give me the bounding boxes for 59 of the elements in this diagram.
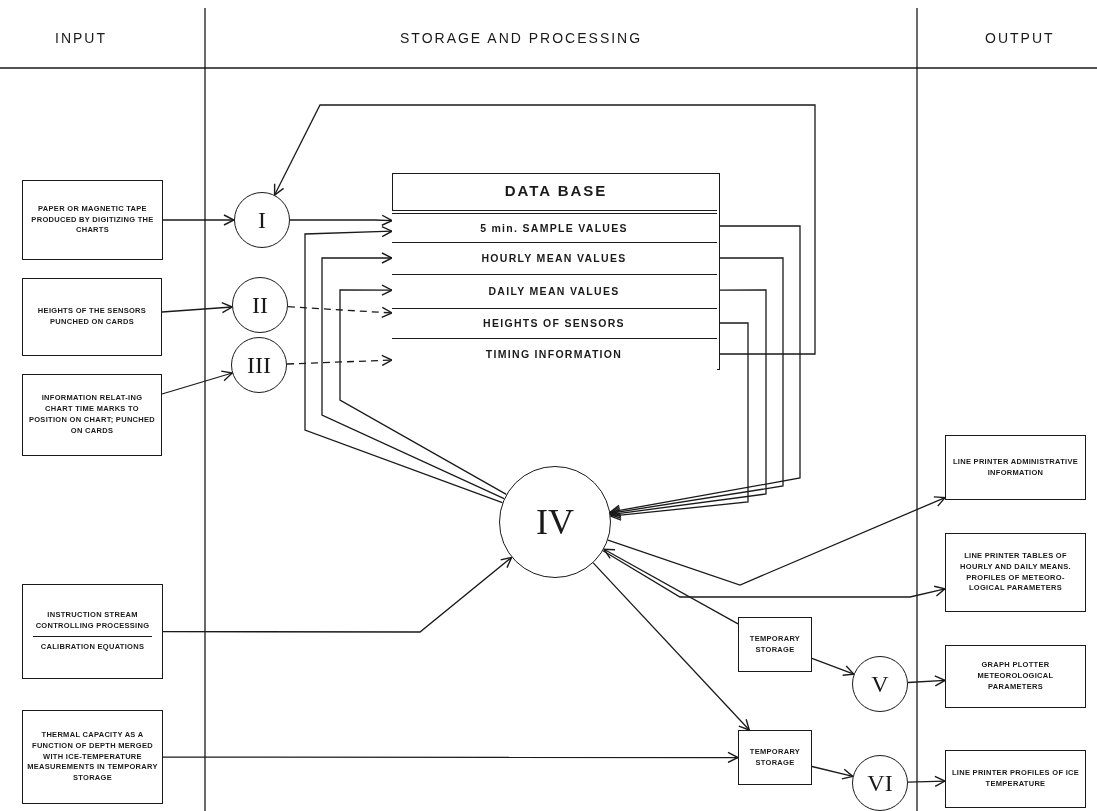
process-box [738,730,812,785]
roman-numeral: I [258,206,266,234]
arrow [603,548,739,625]
column-heading: OUTPUT [985,30,1055,46]
arrow [609,225,801,516]
arrow [161,302,233,314]
process-box [945,533,1086,612]
process-circle [234,192,290,248]
row-label: DAILY MEAN VALUES [488,285,620,297]
row-label: 5 min. SAMPLE VALUES [480,221,628,234]
process-box [22,278,162,356]
arrow [339,284,507,496]
row-label: HOURLY MEAN VALUES [481,252,627,264]
process-box [945,750,1086,808]
process-box [738,617,812,672]
process-circle [232,277,288,333]
roman-numeral: IV [536,501,574,543]
roman-numeral: II [252,291,268,319]
process-box [945,645,1086,708]
arrow [610,322,749,521]
arrow [286,354,393,367]
arrow [162,751,739,764]
arrow [162,214,235,226]
arrow [907,775,946,788]
process-box [22,180,163,260]
process-circle [852,656,908,712]
arrow [273,104,816,355]
arrow [811,657,855,676]
roman-numeral: V [871,670,889,698]
process-box [22,710,163,804]
process-box [22,584,163,679]
process-box [22,374,162,456]
arrow [162,556,513,633]
arrow [609,257,784,518]
roman-numeral: III [247,351,271,379]
arrow [609,289,767,519]
arrow [321,252,505,500]
arrow [304,225,504,504]
table-row [391,307,717,338]
row-label: HEIGHTS OF SENSORS [483,317,625,329]
arrow [592,562,750,731]
table-title: DATA BASE [504,181,608,201]
arrow [607,496,946,586]
column-heading: INPUT [55,30,107,46]
table-row [391,273,717,308]
arrow [602,550,946,598]
table-row [391,241,717,274]
process-box [945,435,1086,500]
arrow [289,214,393,226]
process-circle [852,755,908,811]
arrow [907,675,946,687]
arrow [811,765,854,780]
arrow [287,306,393,319]
roman-numeral: VI [867,769,893,797]
row-label: TIMING INFORMATION [485,348,623,360]
column-heading: STORAGE AND PROCESSING [400,30,643,46]
arrow [161,370,233,395]
table-row [391,209,717,242]
process-circle [231,337,287,393]
